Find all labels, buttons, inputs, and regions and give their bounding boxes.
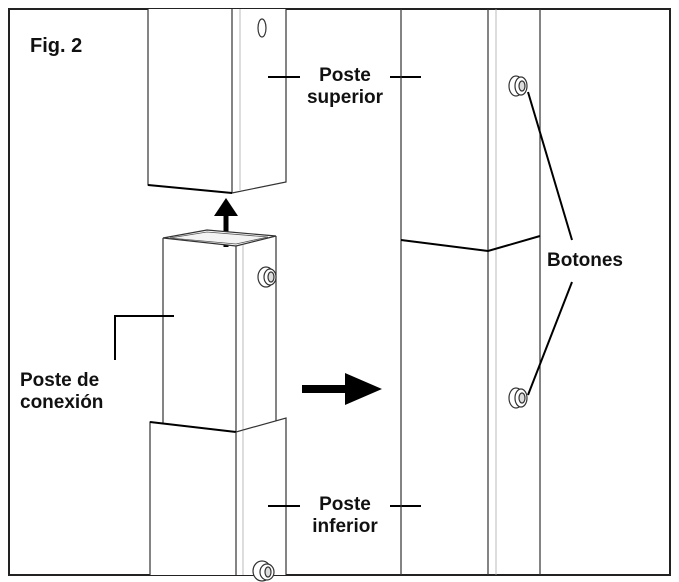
buttons-leader-lower [527, 281, 573, 396]
arrow-right-icon [302, 373, 382, 405]
label-top-post-line2: superior [306, 87, 384, 108]
connector-leader [114, 315, 174, 360]
label-connector-post: Poste de conexión [20, 370, 104, 414]
top-post-hole [257, 18, 267, 38]
label-connector-post-line2: conexión [20, 392, 104, 413]
connector-post [162, 229, 277, 432]
label-bottom-post-line1: Poste [319, 494, 371, 515]
label-top-post: Poste superior [300, 65, 390, 109]
assembled-post [400, 9, 541, 575]
label-bottom-post: Poste inferior [300, 494, 390, 538]
buttons-leader-upper [527, 91, 573, 241]
label-buttons: Botones [547, 250, 623, 272]
label-top-post-line1: Poste [319, 65, 371, 86]
figure-title: Fig. 2 [30, 35, 83, 57]
label-connector-post-line1: Poste de [20, 370, 100, 391]
bottom-post [149, 417, 287, 582]
top-post [147, 9, 287, 194]
label-bottom-post-line2: inferior [312, 516, 378, 537]
